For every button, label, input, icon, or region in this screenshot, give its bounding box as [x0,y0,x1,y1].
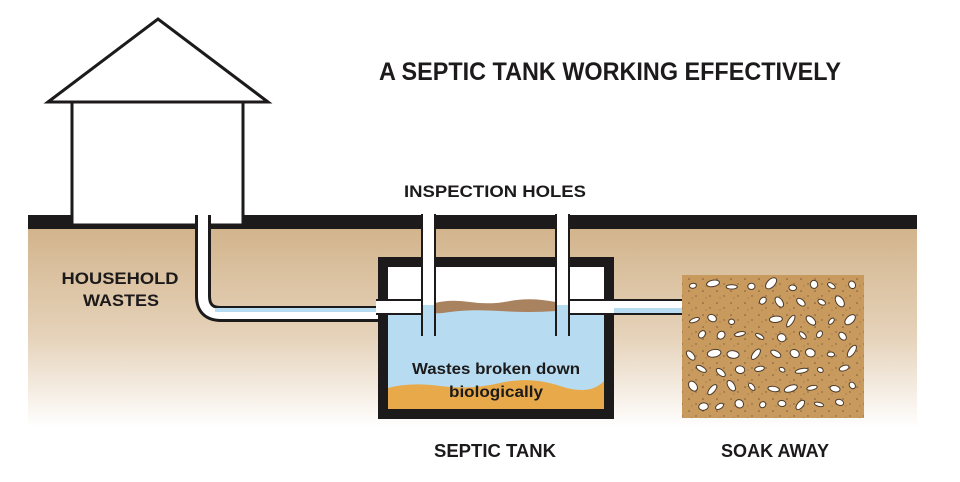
gravel-stone [838,364,850,372]
gravel-stone [816,330,823,339]
gravel-stone [816,367,824,373]
gravel-stone [754,365,765,372]
gravel-stone [789,348,800,359]
tank-description-line1: Wastes broken down [412,361,580,378]
gravel-stone [750,348,761,360]
gravel-stone [804,348,816,358]
gravel-stone [706,348,722,358]
gravel-stone [688,380,698,392]
household-wastes-label-line2: WASTES [83,291,159,310]
gravel-stone [795,399,806,411]
inlet-pipe [195,213,378,322]
gravel-stone [734,331,746,337]
household-wastes-label-line1: HOUSEHOLD [62,269,179,288]
gravel-stone [827,282,836,290]
ground-surface [28,215,917,229]
gravel-stone [734,399,745,409]
gravel-stone [734,365,746,375]
gravel-stone [806,384,818,391]
gravel-stone [728,318,736,326]
tank-sludge [388,380,604,409]
inspection-pipe-left [421,214,436,336]
gravel-stone [725,284,738,290]
tank-scum [434,299,556,314]
gravel-stone [805,315,817,326]
gravel-stone [695,364,707,373]
gravel-stone [770,349,782,359]
gravel-stone [844,314,856,326]
house-body [70,99,245,227]
gravel-stone [715,402,724,411]
gravel-stone [715,367,726,378]
inspection-holes-label: INSPECTION HOLES [404,182,586,201]
gravel-stone [848,381,856,390]
gravel-stone [778,366,786,373]
septic-tank-label: SEPTIC TANK [434,441,556,461]
gravel-stone [759,296,767,305]
gravel-stone [848,280,857,290]
gravel-stone [798,331,807,340]
gravel-stone [706,279,720,288]
gravel-stone [826,351,836,358]
gravel-stone [767,385,780,393]
gravel-stone [759,401,767,409]
tank-description-line2: biologically [449,384,543,401]
gravel-stone [747,282,756,291]
gravel-stone [786,314,796,328]
gravel-stone [685,350,696,361]
gravel-stone [776,333,787,343]
gravel-stone [846,344,857,358]
gravel-stone [716,330,726,340]
diagram-title: A SEPTIC TANK WORKING EFFECTIVELY [379,58,841,86]
gravel-stone [788,284,797,292]
house-roof [43,17,273,104]
gravel-stone [777,399,787,408]
soak-away-stones [685,277,857,411]
gravel-stone [768,315,783,324]
gravel-stone [707,384,718,396]
soak-away-label: SOAK AWAY [721,441,829,461]
gravel-stone [838,331,847,341]
gravel-stone [817,298,826,306]
gravel-stone [726,350,740,359]
gravel-stone [689,317,700,324]
gravel-stone [774,296,785,308]
gravel-stone [813,401,825,408]
gravel-stone [829,384,841,393]
inspection-pipe-right [555,214,570,336]
gravel-stone [828,317,835,325]
gravel-stone [783,384,798,393]
gravel-stone [688,282,697,289]
gravel-stone [794,367,809,374]
septic-tank [376,214,616,419]
gravel-stone [755,332,765,340]
house [43,17,273,227]
gravel-stone [698,330,706,339]
soak-away [682,275,864,418]
gravel-stone [834,295,845,308]
gravel-stone [698,402,709,411]
gravel-stone [707,313,717,323]
gravel-stone [747,382,756,391]
gravel-stone [765,277,778,290]
gravel-stone [809,279,819,289]
gravel-stone [835,398,845,406]
gravel-stone [796,297,806,307]
gravel-stone [726,379,737,392]
